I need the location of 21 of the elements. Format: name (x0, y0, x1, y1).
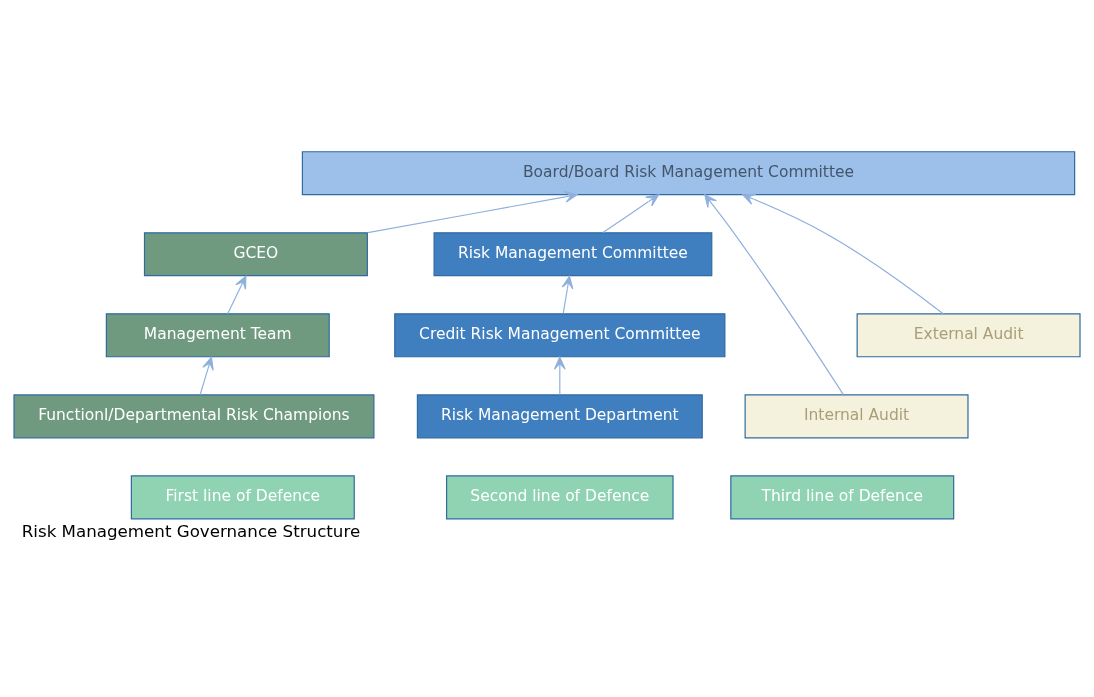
node-box: Second line of Defence (446, 474, 674, 519)
node-box: Risk Management Committee (433, 231, 713, 276)
node-box: Internal Audit (744, 393, 969, 438)
node-box: Risk Management Department (416, 393, 703, 438)
node-box: External Audit (856, 312, 1081, 357)
node-box: Board/Board Risk Management Committee (301, 150, 1076, 195)
arrow (367, 190, 578, 233)
node-box: Third line of Defence (730, 474, 955, 519)
node-box: Management Team (105, 312, 330, 357)
arrow (199, 356, 214, 395)
node-box: First line of Defence (130, 474, 355, 519)
node-box: Credit Risk Management Committee (394, 312, 726, 357)
arrow (704, 193, 844, 395)
arrow (561, 275, 574, 314)
caption: Risk Management Governance Structure (21, 521, 361, 541)
arrow (742, 193, 944, 314)
node-box: GCEO (143, 231, 368, 276)
node-box: Functionl/Departmental Risk Champions (13, 393, 375, 438)
arrow (227, 275, 247, 314)
arrow (602, 193, 660, 233)
arrow (553, 356, 566, 395)
